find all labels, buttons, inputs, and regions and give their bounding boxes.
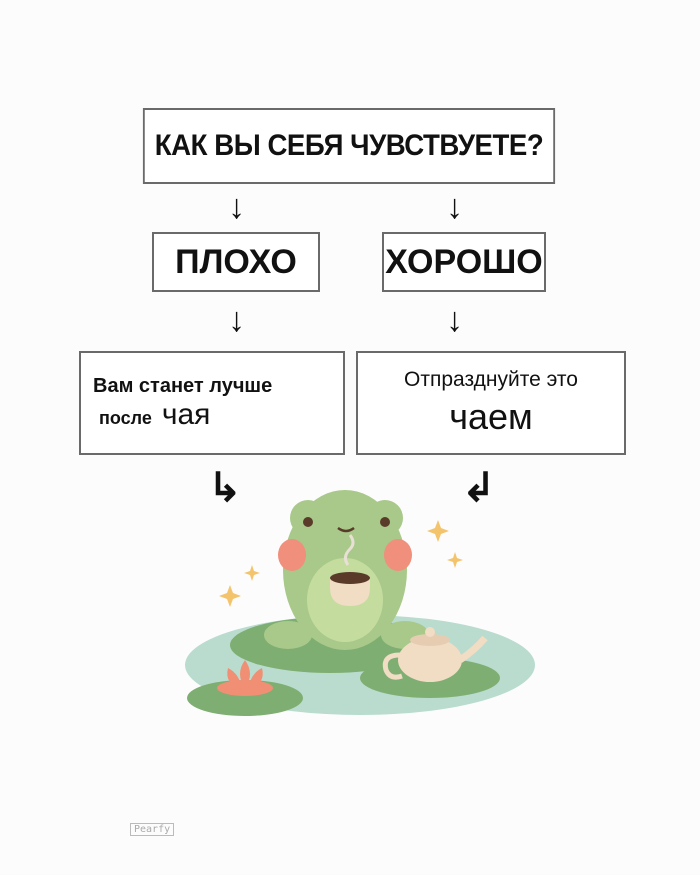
good-box: ХОРОШО xyxy=(382,232,546,292)
curved-arrow-right-icon: ↳ xyxy=(208,466,242,510)
frog-tea-illustration xyxy=(185,490,535,716)
arrow-down-icon: ↓ xyxy=(446,301,463,339)
tea-cup-icon xyxy=(330,534,370,606)
good-result-line1: Отпразднуйте это xyxy=(404,368,578,391)
bad-result-box: Вам станет лучше после чая xyxy=(79,351,345,455)
good-result-box: Отпразднуйте это чаем xyxy=(356,351,626,455)
lotus-icon xyxy=(217,660,273,696)
frog-icon xyxy=(264,490,429,650)
bad-label: ПЛОХО xyxy=(175,242,297,281)
watermark-logo: Pearfy xyxy=(130,823,175,836)
arrow-down-icon: ↓ xyxy=(228,188,245,226)
bad-result-tea: чая xyxy=(161,397,211,431)
bad-box: ПЛОХО xyxy=(152,232,320,292)
sparkle-icon xyxy=(219,520,463,607)
bad-result-line1: Вам станет лучше xyxy=(93,374,273,397)
curved-arrow-left-icon: ↲ xyxy=(462,466,496,510)
question-text: КАК ВЫ СЕБЯ ЧУВСТВУЕТЕ? xyxy=(154,129,544,162)
arrow-down-icon: ↓ xyxy=(228,301,245,339)
good-label: ХОРОШО xyxy=(385,242,543,281)
question-box: КАК ВЫ СЕБЯ ЧУВСТВУЕТЕ? xyxy=(142,108,556,184)
good-result-tea: чаем xyxy=(449,396,533,437)
teapot-icon xyxy=(382,627,488,682)
bad-result-after: после xyxy=(99,407,152,428)
arrow-down-icon: ↓ xyxy=(446,188,463,226)
